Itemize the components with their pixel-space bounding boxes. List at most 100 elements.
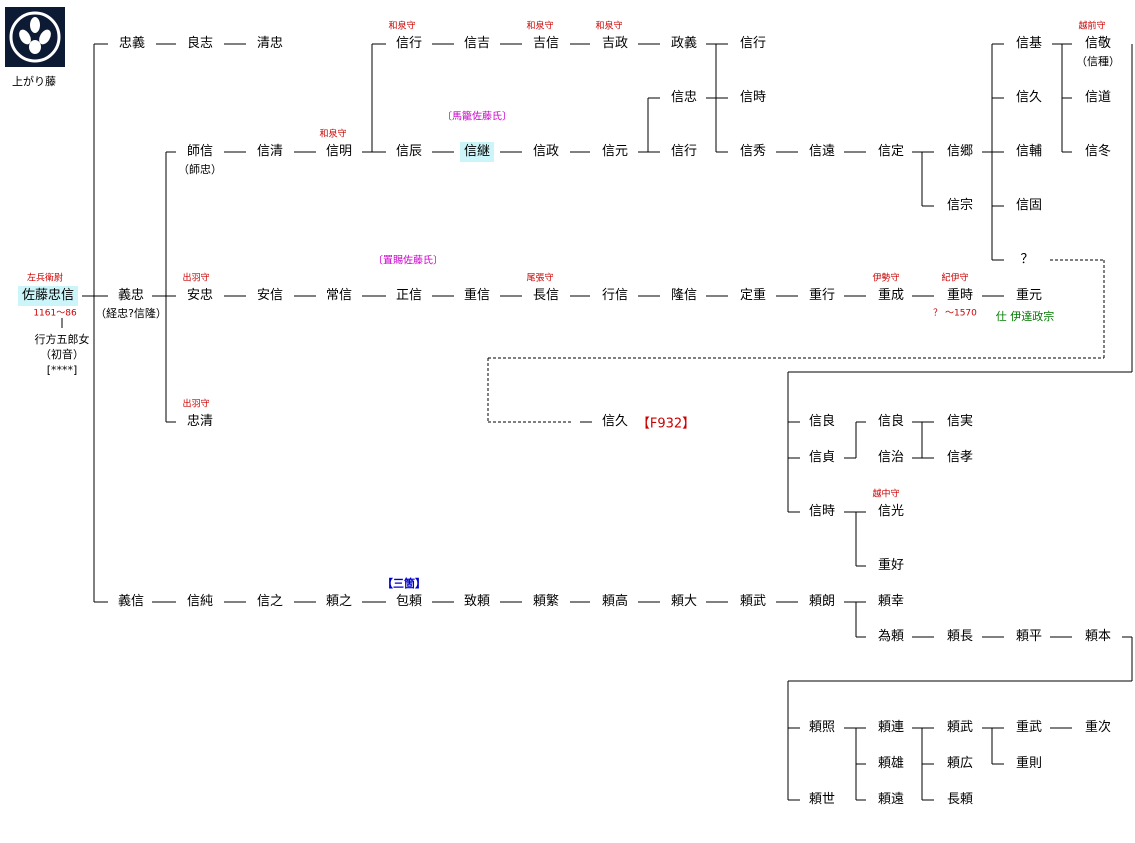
person-node: 信明	[325, 144, 353, 159]
person-node: 頼照	[808, 720, 836, 735]
person-node: 定重	[739, 288, 767, 303]
person-node: 信良	[877, 414, 905, 429]
person-node: 重成	[877, 288, 905, 303]
person-node: 頼之	[325, 594, 353, 609]
person-node: 長信	[532, 288, 560, 303]
person-node: 信元	[601, 144, 629, 159]
person-node: 重次	[1084, 720, 1112, 735]
person-node: 包頼	[395, 594, 423, 609]
person-node: 忠義	[118, 36, 146, 51]
title-label: 伊勢守	[872, 273, 900, 284]
person-node: 頼高	[601, 594, 629, 609]
person-node: 信良	[808, 414, 836, 429]
person-node: 重時	[946, 288, 974, 303]
person-node: 信秀	[739, 144, 767, 159]
service-note: 仕 伊達政宗	[995, 310, 1055, 323]
person-node: 信固	[1015, 198, 1043, 213]
person-node: 信郷	[946, 144, 974, 159]
title-label: 出羽守	[182, 273, 210, 284]
person-node: 為頼	[877, 629, 905, 644]
years-note: ？ ～1570	[933, 308, 977, 319]
person-node: 頼広	[946, 756, 974, 771]
alt-name-note: （師忠）	[178, 163, 222, 176]
person-node: 長頼	[946, 792, 974, 807]
title-label: 紀伊守	[941, 273, 969, 284]
person-node: 信久	[601, 414, 629, 429]
person-node: 信道	[1084, 90, 1112, 105]
person-node: 信継	[459, 142, 495, 162]
person-node: 義忠	[117, 288, 145, 303]
person-node: 頼遠	[877, 792, 905, 807]
spouse-note: [****]	[46, 363, 78, 377]
person-node: 吉信	[532, 36, 560, 51]
person-node: 重元	[1015, 288, 1043, 303]
person-node: 信行	[739, 36, 767, 51]
person-node: 頼連	[877, 720, 905, 735]
spouse-note: （初音）	[40, 348, 84, 361]
person-node: 信時	[808, 504, 836, 519]
person-node: 常信	[325, 288, 353, 303]
title-label: 出羽守	[182, 399, 210, 410]
person-node: 良志	[186, 36, 214, 51]
person-node: 義信	[117, 594, 145, 609]
person-node: 頼大	[670, 594, 698, 609]
person-node: 信行	[670, 144, 698, 159]
person-node: 信之	[256, 594, 284, 609]
person-node: 信久	[1015, 90, 1043, 105]
title-label: 和泉守	[595, 21, 623, 32]
person-node: 行信	[601, 288, 629, 303]
person-node: 信政	[532, 144, 560, 159]
person-node: 重行	[808, 288, 836, 303]
person-node: 信忠	[670, 90, 698, 105]
title-label: 和泉守	[319, 129, 347, 140]
person-node: 信清	[256, 144, 284, 159]
person-node: 頼本	[1084, 629, 1112, 644]
person-node: 信吉	[463, 36, 491, 51]
person-node: 政義	[670, 36, 698, 51]
spouse-note: 行方五郎女	[34, 333, 90, 346]
person-node: 安信	[256, 288, 284, 303]
person-node: 信基	[1015, 36, 1043, 51]
title-label: 左兵衛尉	[26, 273, 64, 284]
person-node: 重武	[1015, 720, 1043, 735]
person-node: 安忠	[186, 288, 214, 303]
person-node: 信実	[946, 414, 974, 429]
person-node: 師信	[186, 144, 214, 159]
person-node: 重信	[463, 288, 491, 303]
person-node: 重好	[877, 558, 905, 573]
person-node: 清忠	[256, 36, 284, 51]
person-node: 信治	[877, 450, 905, 465]
years-note: 1161～86	[33, 308, 77, 319]
title-label: 和泉守	[526, 21, 554, 32]
person-node: 信行	[395, 36, 423, 51]
person-node: 正信	[395, 288, 423, 303]
person-node: 致頼	[463, 594, 491, 609]
clan-label: 〔置賜佐藤氏〕	[373, 255, 443, 267]
person-node: 信純	[186, 594, 214, 609]
person-node: 吉政	[601, 36, 629, 51]
person-node: 頼長	[946, 629, 974, 644]
reference-link[interactable]: 【F932】	[636, 416, 696, 432]
person-node: 信遠	[808, 144, 836, 159]
person-node: ？	[1020, 252, 1034, 267]
person-node: 頼雄	[877, 756, 905, 771]
person-node: 信敬	[1084, 36, 1112, 51]
person-node: 信定	[877, 144, 905, 159]
person-node: 信光	[877, 504, 905, 519]
person-node: 重則	[1015, 756, 1043, 771]
person-node: 頼武	[946, 720, 974, 735]
person-node: 頼世	[808, 792, 836, 807]
clan-label: 〔馬籠佐藤氏〕	[442, 111, 512, 123]
person-node: 頼幸	[877, 594, 905, 609]
person-node: 信時	[739, 90, 767, 105]
person-node: 佐藤忠信	[17, 286, 79, 306]
person-node: 頼平	[1015, 629, 1043, 644]
alt-name-note: （信種）	[1076, 55, 1120, 68]
place-label: 【三箇】	[382, 577, 426, 590]
alt-name-note: （経忠?信隆）	[95, 307, 167, 320]
person-node: 信貞	[808, 450, 836, 465]
person-node: 信冬	[1084, 144, 1112, 159]
person-node: 隆信	[670, 288, 698, 303]
person-node: 頼朗	[808, 594, 836, 609]
